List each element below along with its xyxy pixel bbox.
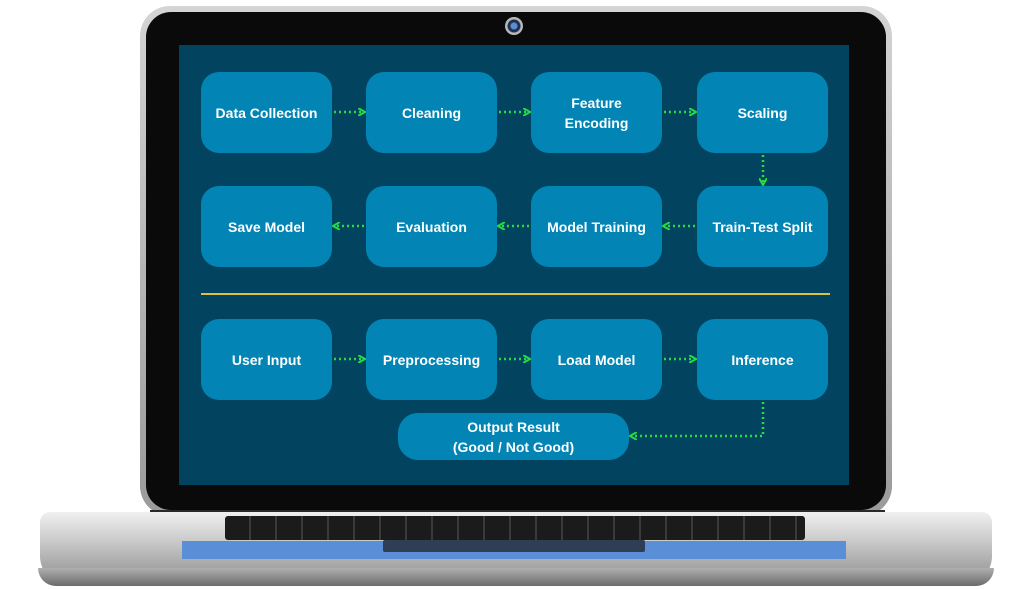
node-scaling: Scaling <box>697 72 828 153</box>
keyboard <box>225 516 805 540</box>
node-save-model: Save Model <box>201 186 332 267</box>
laptop-base-edge <box>38 568 994 586</box>
trackpad <box>383 540 645 552</box>
node-model-training: Model Training <box>531 186 662 267</box>
node-feature-encoding: Feature Encoding <box>531 72 662 153</box>
node-data-collection: Data Collection <box>201 72 332 153</box>
node-preprocessing: Preprocessing <box>366 319 497 400</box>
node-train-test-split: Train-Test Split <box>697 186 828 267</box>
node-cleaning: Cleaning <box>366 72 497 153</box>
arrow-inference-to-output <box>631 402 765 436</box>
node-inference: Inference <box>697 319 828 400</box>
node-load-model: Load Model <box>531 319 662 400</box>
node-user-input: User Input <box>201 319 332 400</box>
webcam-icon <box>505 17 523 35</box>
section-divider <box>201 293 830 295</box>
node-output-result: Output Result (Good / Not Good) <box>398 413 629 460</box>
node-evaluation: Evaluation <box>366 186 497 267</box>
